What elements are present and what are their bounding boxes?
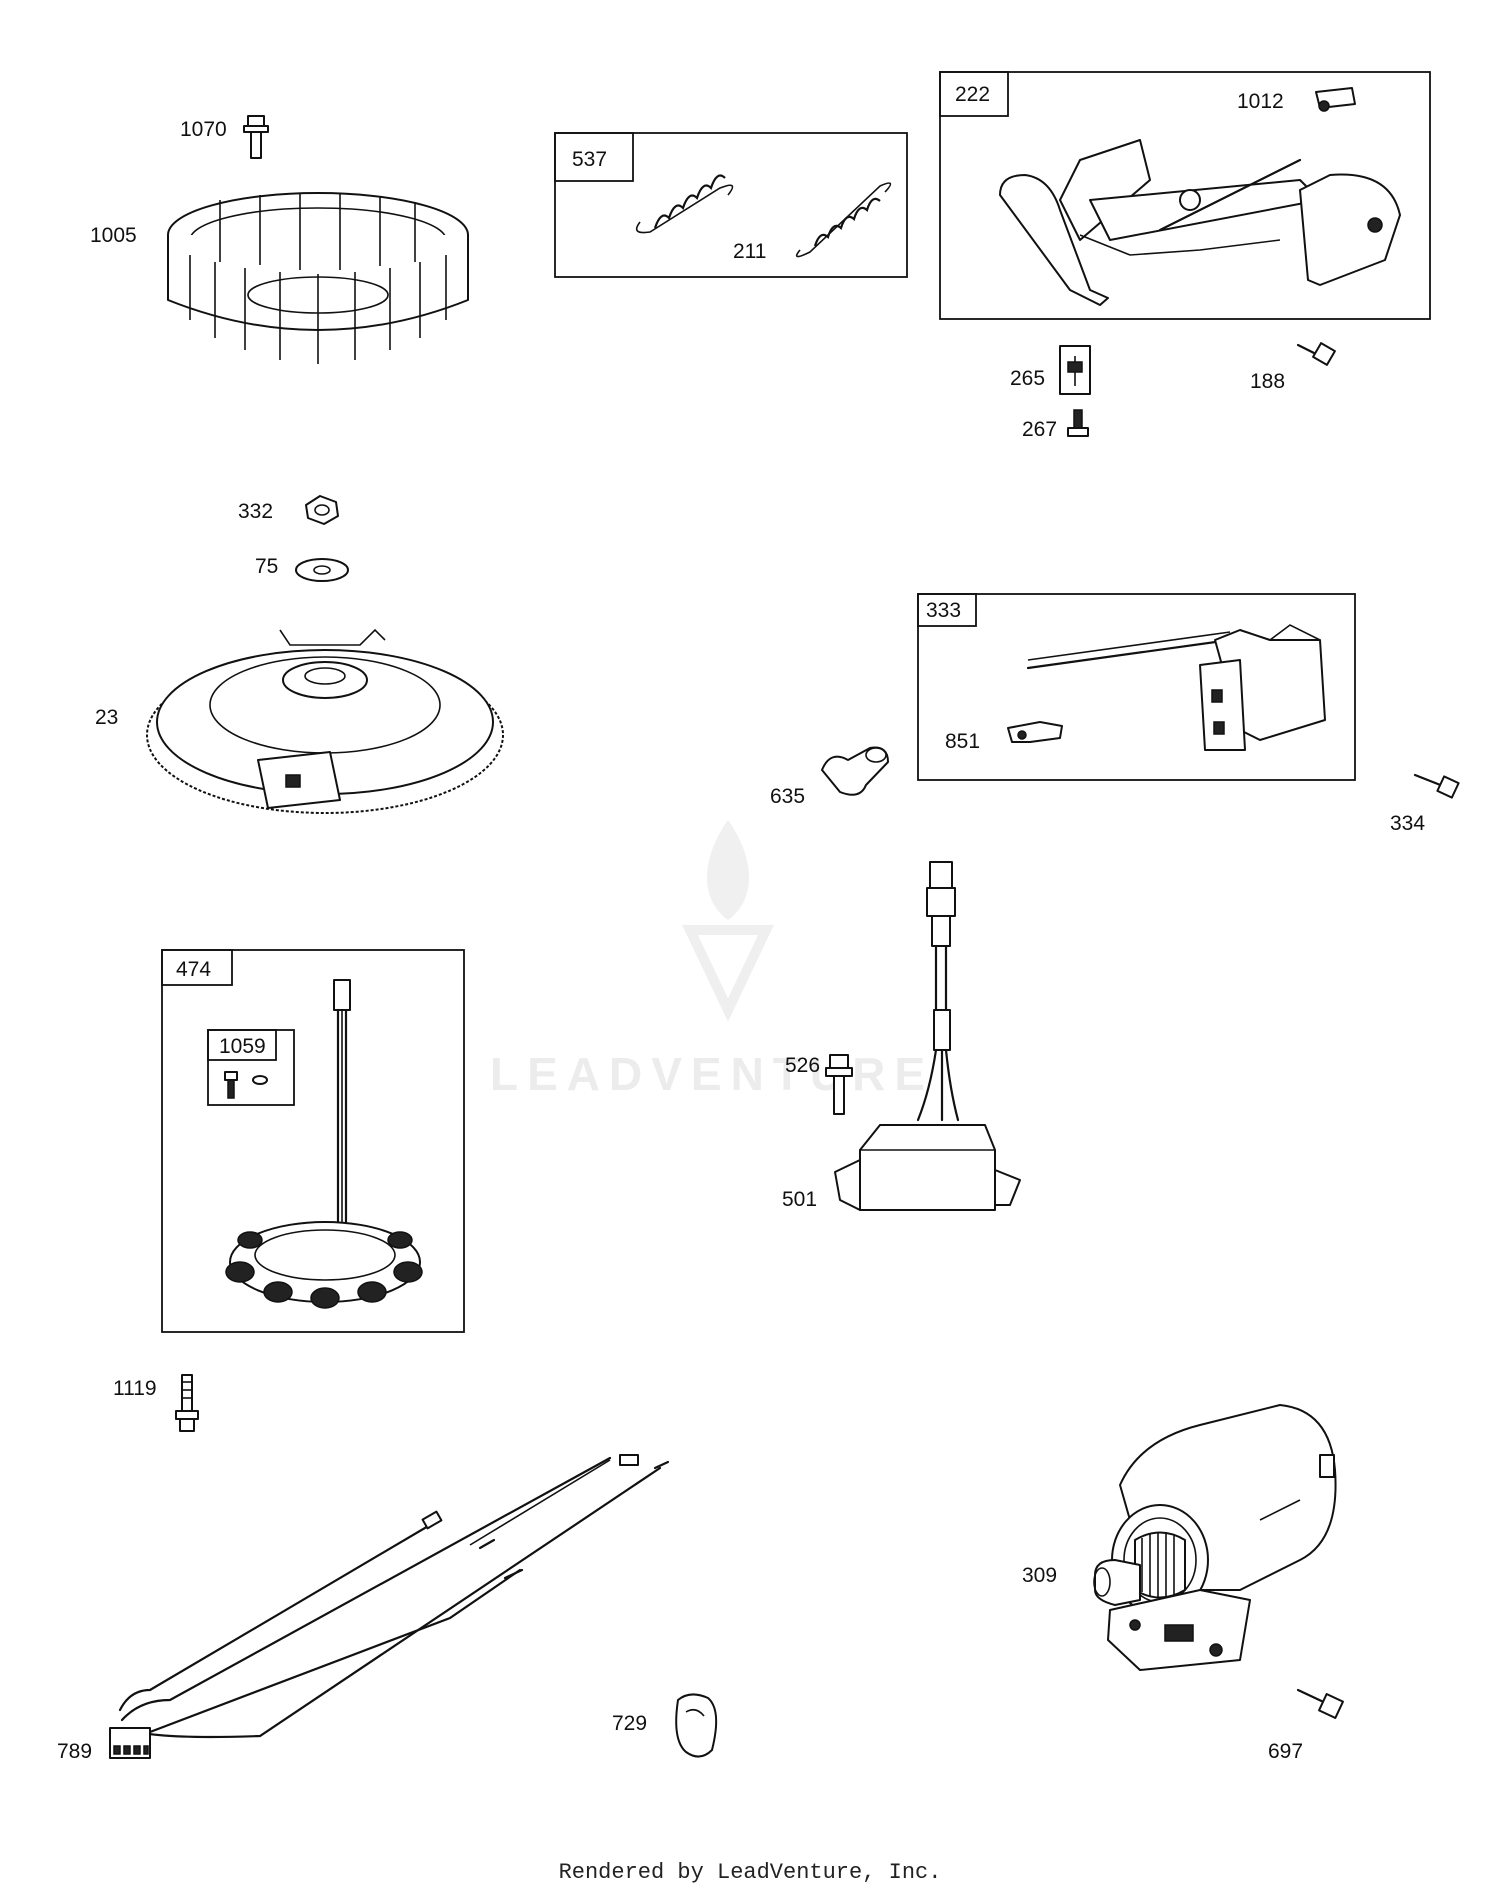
label-188: 188: [1250, 370, 1285, 393]
label-537: 537: [572, 148, 607, 171]
assembly-474-box: [161, 949, 465, 1333]
label-1059: 1059: [219, 1035, 266, 1058]
label-635: 635: [770, 785, 805, 808]
part-729-clamp[interactable]: [675, 1693, 718, 1758]
assembly-333-box: [917, 593, 1356, 781]
part-789-wire-harness[interactable]: [109, 1454, 670, 1759]
footer-credit: Rendered by LeadVenture, Inc.: [558, 1860, 942, 1885]
label-309: 309: [1022, 1564, 1057, 1587]
label-265: 265: [1010, 367, 1045, 390]
part-1070-bolt[interactable]: [243, 115, 269, 159]
label-526: 526: [785, 1054, 820, 1077]
part-222-control-bracket[interactable]: [999, 139, 1401, 306]
label-851: 851: [945, 730, 980, 753]
label-211: 211: [733, 240, 766, 263]
label-333: 333: [926, 599, 961, 622]
part-851-clip[interactable]: [1007, 721, 1063, 743]
part-1119-bolt[interactable]: [175, 1374, 199, 1432]
part-23-flywheel[interactable]: [146, 628, 504, 814]
part-501-regulator[interactable]: [834, 861, 1021, 1211]
part-334-bolt[interactable]: [1413, 773, 1460, 799]
label-1005: 1005: [90, 224, 137, 247]
label-334: 334: [1390, 812, 1425, 835]
part-537-spring[interactable]: [635, 174, 734, 234]
part-1012-clip[interactable]: [1315, 87, 1356, 112]
label-332: 332: [238, 500, 273, 523]
label-23: 23: [95, 706, 118, 729]
label-222: 222: [955, 83, 990, 106]
label-1070: 1070: [180, 118, 227, 141]
assembly-537-box: [554, 132, 908, 278]
part-265-clip[interactable]: [1059, 345, 1091, 395]
part-474-stator[interactable]: [225, 979, 423, 1309]
part-1005-fan[interactable]: [167, 192, 469, 364]
label-697: 697: [1268, 1740, 1303, 1763]
label-789: 789: [57, 1740, 92, 1763]
part-211-spring[interactable]: [795, 182, 892, 258]
part-188-bolt[interactable]: [1296, 342, 1336, 366]
watermark-text: LEADVENTURE: [490, 1048, 934, 1100]
part-635-spark-boot[interactable]: [821, 746, 889, 796]
assembly-222-box: [939, 71, 1431, 320]
label-474: 474: [176, 958, 211, 981]
part-1059-screw[interactable]: [224, 1071, 268, 1099]
label-1012: 1012: [1237, 90, 1284, 113]
part-309-starter-motor[interactable]: [1093, 1404, 1337, 1671]
label-75: 75: [255, 555, 278, 578]
label-501: 501: [782, 1188, 817, 1211]
part-697-bolt[interactable]: [1296, 1688, 1344, 1719]
assembly-1059-box: [207, 1029, 295, 1106]
part-75-washer[interactable]: [295, 558, 349, 582]
part-333-armature[interactable]: [1026, 624, 1326, 751]
watermark: LEADVENTURE: [490, 820, 934, 1100]
label-1119: 1119: [113, 1377, 157, 1400]
label-267: 267: [1022, 418, 1057, 441]
label-729: 729: [612, 1712, 647, 1735]
part-267-screw[interactable]: [1067, 409, 1089, 437]
part-332-nut[interactable]: [305, 495, 339, 525]
part-526-screw[interactable]: [825, 1054, 853, 1115]
